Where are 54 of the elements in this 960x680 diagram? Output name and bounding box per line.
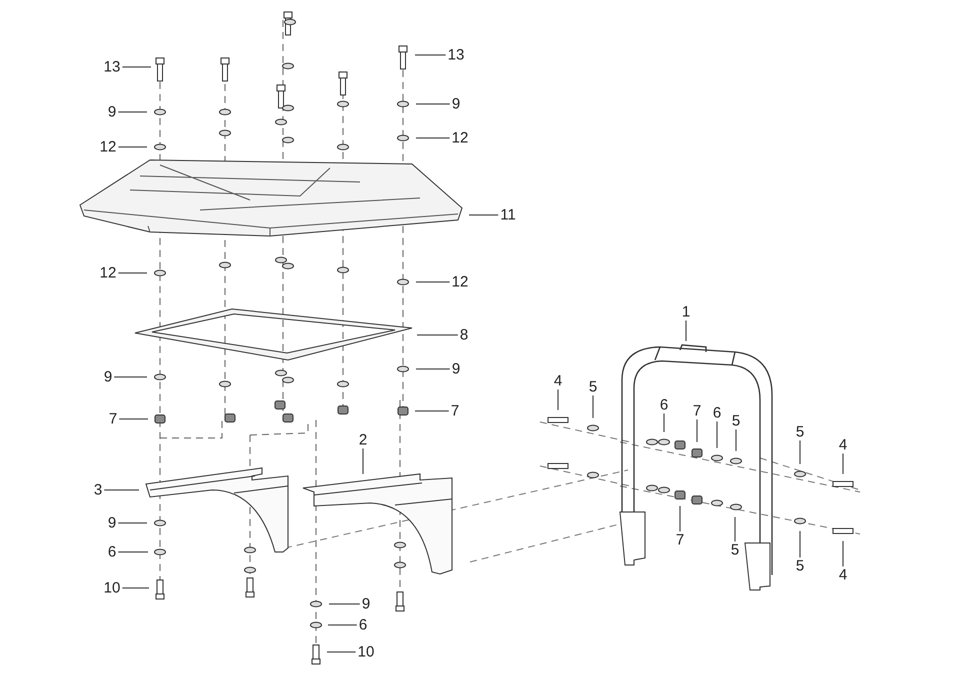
callout-number: 10 bbox=[358, 644, 374, 660]
callout-number: 13 bbox=[448, 48, 464, 62]
callout-number: 5 bbox=[588, 380, 598, 394]
callout-number: 5 bbox=[796, 424, 804, 440]
leader-line bbox=[842, 453, 844, 474]
callout-number: 9 bbox=[104, 370, 112, 384]
callout-number: 5 bbox=[730, 542, 740, 558]
callout-number: 3 bbox=[94, 482, 102, 498]
callout-number: 12 bbox=[452, 130, 468, 146]
leader-line bbox=[592, 395, 594, 418]
callout-number: 5 bbox=[796, 558, 804, 574]
callout-number: 12 bbox=[452, 274, 468, 290]
callout-number: 9 bbox=[108, 516, 116, 530]
callout-number: 7 bbox=[450, 404, 460, 418]
callout-number: 7 bbox=[692, 404, 702, 418]
leader-line bbox=[414, 54, 446, 56]
leader-line bbox=[716, 421, 718, 448]
callout-number: 11 bbox=[500, 208, 516, 222]
leader-line bbox=[118, 522, 148, 524]
callout-number: 5 bbox=[732, 414, 740, 428]
leader-line bbox=[416, 334, 458, 336]
leader-line bbox=[842, 540, 844, 567]
leader-line bbox=[468, 214, 499, 216]
callout-number: 4 bbox=[838, 438, 848, 452]
leader-line bbox=[118, 418, 148, 420]
callout-number: 9 bbox=[362, 596, 370, 612]
leader-line bbox=[118, 272, 148, 274]
callout-number: 12 bbox=[100, 140, 116, 154]
callout-number: 7 bbox=[108, 412, 118, 426]
callout-number: 6 bbox=[660, 398, 668, 412]
callout-number: 9 bbox=[452, 362, 460, 376]
callout-number: 2 bbox=[358, 432, 368, 448]
leader-line bbox=[328, 624, 358, 626]
leader-line bbox=[416, 368, 450, 370]
callout-number: 10 bbox=[104, 580, 120, 596]
leader-line bbox=[362, 448, 364, 474]
leader-line bbox=[414, 410, 450, 412]
leader-line bbox=[734, 516, 736, 542]
callout-number: 6 bbox=[358, 618, 368, 632]
leader-line bbox=[122, 66, 152, 68]
callout-number: 9 bbox=[452, 96, 460, 112]
callout-number: 12 bbox=[100, 266, 116, 280]
callout-number: 8 bbox=[460, 328, 468, 342]
callout-number: 7 bbox=[676, 532, 684, 548]
leader-line bbox=[118, 146, 148, 148]
callout-number: 9 bbox=[108, 104, 116, 120]
callout-number: 6 bbox=[712, 406, 722, 420]
callout-number: 13 bbox=[104, 60, 120, 74]
leader-line bbox=[696, 419, 698, 442]
callout-number: 6 bbox=[108, 544, 116, 560]
callout-number: 1 bbox=[682, 304, 690, 320]
callout-number: 4 bbox=[838, 568, 848, 582]
leader-line bbox=[114, 376, 148, 378]
callout-number: 4 bbox=[554, 374, 562, 388]
